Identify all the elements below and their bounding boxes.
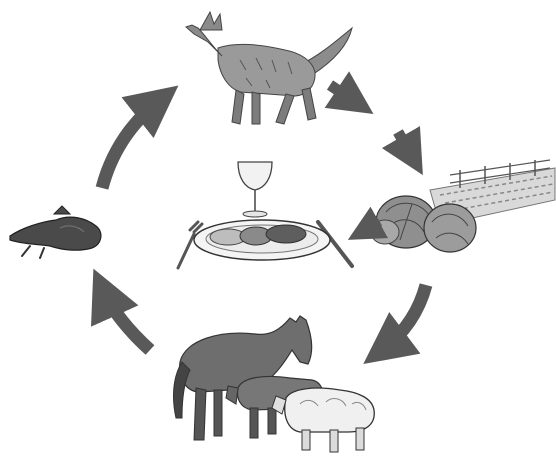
arrow-wolf-to-garden [330,85,357,103]
arrow-wolf-to-garden-down [398,132,413,158]
horse-cow-sheep-illustration [174,316,375,452]
dinner-plate-with-wine-glass-illustration [178,162,352,268]
arrow-carcass-to-wolf [102,100,160,188]
arrow-livestock-to-carcass [103,290,150,350]
dead-animal-remains-illustration [10,206,101,258]
vegetable-garden-illustration [371,160,555,252]
wolf-illustration [186,12,352,124]
arrow-garden-to-livestock [382,285,426,350]
